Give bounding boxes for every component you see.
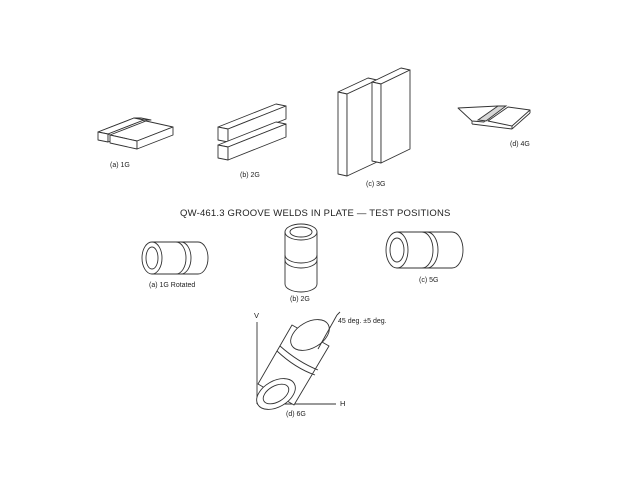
pipe-1g-drawing: [141, 241, 209, 275]
label-plate-1g: (a) 1G: [110, 162, 130, 169]
axis-label-vertical: V: [254, 311, 260, 320]
plate-2g-drawing: [217, 103, 287, 161]
pipe-6g-drawing: [256, 311, 341, 410]
angle-note: 45 deg. ±5 deg.: [338, 318, 387, 325]
label-pipe-1g-rotated: (a) 1G Rotated: [149, 282, 196, 289]
label-pipe-5g: (c) 5G: [419, 277, 439, 284]
label-plate-3g: (c) 3G: [366, 181, 386, 188]
plate-1g-drawing: [97, 117, 174, 150]
plate-4g-drawing: [457, 105, 531, 130]
pipe-5g-drawing: [385, 231, 464, 269]
label-plate-4g: (d) 4G: [510, 141, 530, 148]
label-pipe-2g: (b) 2G: [290, 296, 310, 303]
label-plate-2g: (b) 2G: [240, 172, 260, 179]
axis-label-horizontal: H: [340, 399, 346, 408]
figure-title: QW-461.3 GROOVE WELDS IN PLATE — TEST PO…: [180, 208, 451, 219]
pipe-2g-drawing: [284, 223, 318, 293]
plate-3g-drawing: [337, 67, 411, 177]
label-pipe-6g: (d) 6G: [286, 411, 306, 418]
